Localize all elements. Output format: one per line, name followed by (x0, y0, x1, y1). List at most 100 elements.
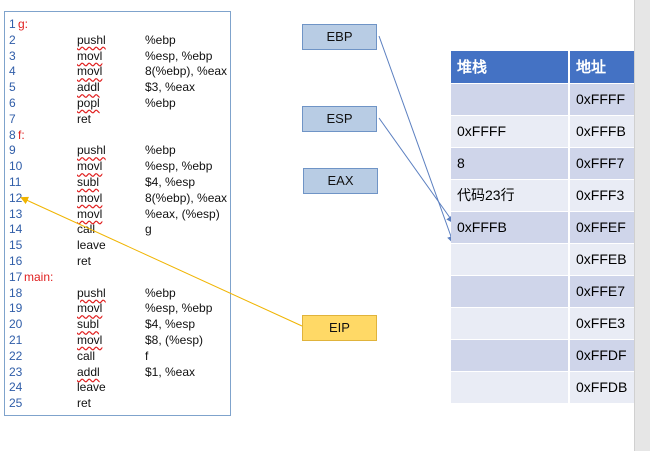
instruction-mnemonic: leave (77, 380, 106, 395)
instruction-mnemonic: addl (77, 80, 100, 95)
line-number: 3 (9, 48, 16, 63)
stack-value-cell (451, 339, 570, 372)
instruction-mnemonic: pushl (77, 285, 106, 300)
stack-row: 0xFFE3 (451, 307, 636, 340)
code-line: 11 subl $4, %esp (5, 174, 230, 190)
line-number: 18 (9, 285, 23, 300)
function-label: main: (24, 269, 54, 284)
line-number: 6 (9, 96, 16, 110)
eip-register-box: EIP (302, 315, 377, 341)
instruction-mnemonic: call (77, 348, 96, 363)
stack-row: 0xFFFF (451, 83, 636, 116)
stack-address-cell: 0xFFEB (569, 243, 636, 276)
line-number: 14 (9, 222, 23, 237)
function-label: g: (18, 17, 29, 31)
line-number: 20 (9, 317, 23, 332)
line-number: 17 (9, 269, 23, 284)
line-number: 4 (9, 64, 16, 79)
instruction-mnemonic: movl (77, 159, 103, 174)
line-number: 12 (9, 190, 23, 205)
esp-register-box: ESP (302, 106, 377, 132)
instruction-mnemonic: leave (77, 238, 106, 253)
instruction-mnemonic: pushl (77, 143, 106, 158)
stack-row: 0xFFEB (451, 243, 636, 276)
instruction-mnemonic: movl (77, 333, 103, 347)
line-number: 15 (9, 238, 23, 253)
stack-value-cell (451, 371, 570, 404)
esp-pointer-arrow (378, 117, 455, 224)
instruction-operands: %eax, (%esp) (145, 206, 220, 221)
instruction-mnemonic: pushl (77, 32, 106, 47)
instruction-mnemonic: call (77, 222, 96, 237)
instruction-mnemonic: movl (77, 301, 103, 316)
stack-value-cell (451, 243, 570, 276)
vertical-scrollbar[interactable] (634, 0, 650, 451)
stack-value-cell: 8 (451, 147, 570, 180)
instruction-mnemonic: ret (77, 396, 92, 411)
code-line: 10 movl %esp, %ebp (5, 158, 230, 174)
line-number: 25 (9, 396, 23, 411)
line-number: 11 (9, 175, 22, 189)
line-number: 1 (9, 17, 16, 31)
code-line: 12 movl 8(%ebp), %eax (5, 190, 230, 206)
line-number: 23 (9, 364, 23, 379)
line-number: 13 (9, 206, 23, 221)
instruction-operands: f (145, 348, 149, 363)
instruction-operands: $4, %esp (145, 317, 196, 332)
instruction-mnemonic: ret (77, 254, 92, 268)
line-number: 9 (9, 143, 16, 158)
ebp-register-box: EBP (302, 24, 377, 50)
line-number: 16 (9, 254, 23, 268)
instruction-operands: %esp, %ebp (145, 159, 213, 174)
stack-address-cell: 0xFFDF (569, 339, 636, 372)
instruction-operands: 8(%ebp), %eax (145, 64, 228, 79)
line-number: 2 (9, 32, 16, 47)
instruction-mnemonic: movl (77, 190, 103, 205)
instruction-operands: %ebp (145, 96, 176, 110)
line-number: 24 (9, 380, 23, 395)
address-column-header: 地址 (569, 51, 636, 84)
instruction-operands: $8, (%esp) (145, 333, 204, 347)
line-number: 8 (9, 127, 16, 142)
code-line: 15 leave (5, 237, 230, 253)
instruction-operands: $4, %esp (145, 175, 196, 189)
instruction-mnemonic: movl (77, 64, 103, 79)
code-line: 4 movl 8(%ebp), %eax (5, 63, 230, 79)
line-number: 10 (9, 159, 23, 174)
instruction-operands: 8(%ebp), %eax (145, 190, 228, 205)
instruction-operands: $3, %eax (145, 80, 196, 95)
instruction-mnemonic: movl (77, 48, 103, 63)
line-number: 5 (9, 80, 16, 95)
stack-column-header: 堆栈 (451, 51, 570, 84)
instruction-mnemonic: subl (77, 317, 100, 332)
instruction-mnemonic: movl (77, 206, 103, 221)
stack-address-cell: 0xFFDB (569, 371, 636, 404)
eax-register-box: EAX (303, 168, 378, 194)
eip-pointer-arrow (20, 196, 303, 327)
instruction-mnemonic: subl (77, 175, 100, 189)
line-number: 7 (9, 111, 16, 126)
instruction-operands: %ebp (145, 32, 176, 47)
stack-value-cell (451, 307, 570, 340)
stack-value-cell: 0xFFFF (451, 115, 570, 148)
stack-address-cell: 0xFFFF (569, 83, 636, 116)
stack-address-cell: 0xFFFB (569, 115, 636, 148)
